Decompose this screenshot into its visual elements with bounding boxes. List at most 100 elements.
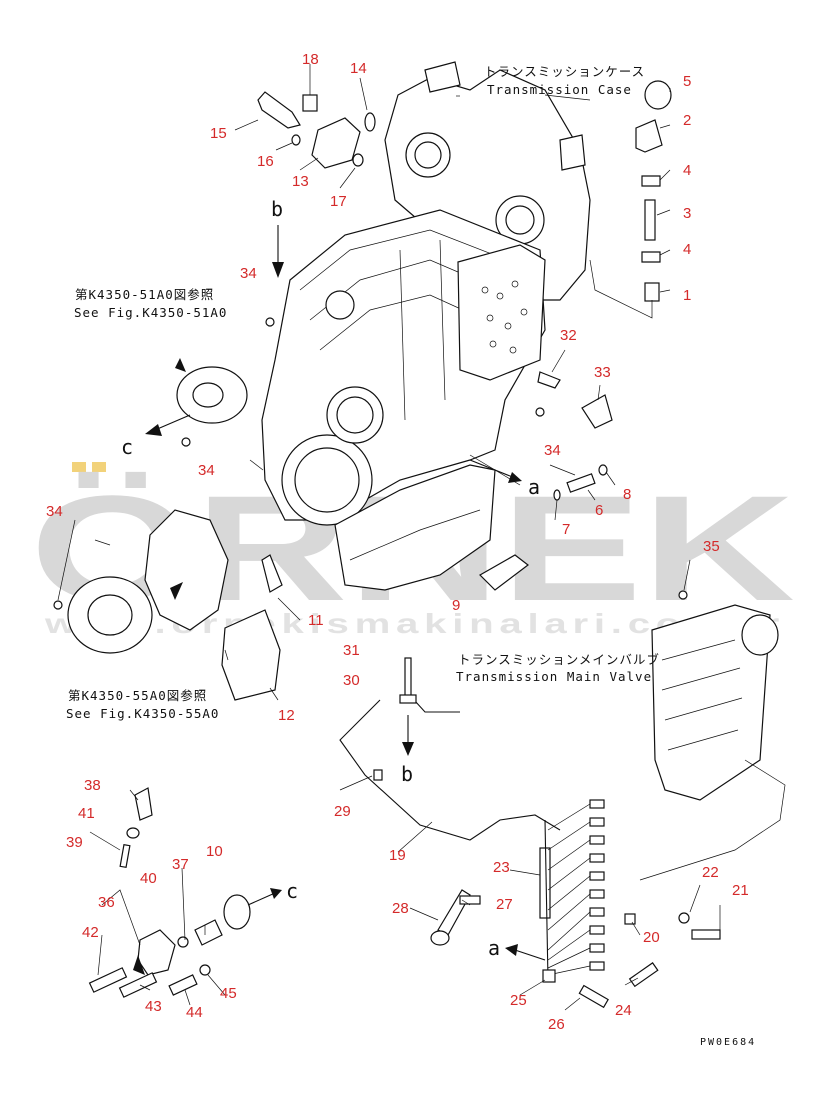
plug-34-a	[265, 317, 275, 327]
plate-9	[479, 554, 529, 591]
oring-8	[598, 464, 608, 476]
sensor-part-4-upper	[641, 175, 661, 187]
ref-letter-a-upper: a	[528, 475, 540, 499]
callout-12: 12	[278, 707, 295, 724]
main-valve-leader	[639, 759, 786, 881]
arrow-a-upper-head	[508, 472, 522, 483]
callout-40: 40	[140, 870, 157, 887]
pump-flange-51A0-bore	[192, 382, 224, 408]
callout-11: 11	[308, 612, 324, 629]
bolt-26	[578, 984, 609, 1009]
callout-4-upper: 4	[683, 162, 691, 179]
oring-7	[553, 489, 561, 501]
arrow-55A0-left	[133, 955, 145, 975]
bolt-32	[537, 371, 561, 389]
oring-17	[352, 153, 364, 167]
harness-trunk	[544, 819, 549, 981]
callout-5: 5	[683, 73, 691, 90]
case-side-boss	[559, 134, 586, 171]
arrow-a-upper-shaft	[469, 459, 516, 479]
arrow-51A0	[175, 358, 186, 372]
ref-55A0-label-en: See Fig.K4350-55A0	[66, 706, 219, 721]
bolt-15	[257, 91, 301, 129]
case-lower-rib	[349, 509, 481, 561]
callout-31: 31	[343, 642, 360, 659]
callout-34-left: 34	[198, 462, 215, 479]
case-upper-boss	[325, 290, 355, 320]
direction-arrows	[133, 225, 546, 975]
sleeve-23	[539, 847, 551, 919]
plug-34-d	[53, 600, 63, 610]
callout-29: 29	[334, 803, 351, 820]
arrow-55A0-right	[170, 582, 183, 600]
callout-22: 22	[702, 864, 719, 881]
callout-41: 41	[78, 805, 95, 822]
left-flange-assemblies	[67, 366, 248, 654]
callout-7: 7	[562, 521, 570, 538]
arrow-c-lower-head	[270, 888, 282, 899]
main-valve-label-en: Transmission Main Valve	[456, 669, 652, 684]
plug-35	[678, 590, 688, 600]
callout-16: 16	[257, 153, 274, 170]
main-valve-drawing	[639, 604, 786, 881]
callout-33: 33	[594, 364, 611, 381]
ref-letter-b-lower: b	[401, 762, 413, 786]
plug-37	[194, 919, 223, 946]
callout-28: 28	[392, 900, 409, 917]
case-top-boss	[424, 61, 461, 93]
sensor-part-3	[644, 199, 656, 241]
callout-27: 27	[496, 896, 513, 913]
callout-2: 2	[683, 112, 691, 129]
callout-30: 30	[343, 672, 360, 689]
breather-38	[134, 787, 153, 821]
ref-letter-b-upper: b	[271, 197, 283, 221]
callout-39: 39	[66, 834, 83, 851]
callout-23: 23	[493, 859, 510, 876]
callout-37: 37	[172, 856, 189, 873]
callout-15: 15	[210, 125, 227, 142]
sensor-leader	[589, 259, 653, 319]
ref-55A0-label-jp: 第K4350-55A0図参照	[68, 688, 207, 703]
callout-45: 45	[220, 985, 237, 1002]
reference-letters: b b c c a a	[121, 197, 540, 960]
gasket-55A0	[144, 509, 229, 631]
filter-6	[566, 473, 596, 493]
case-bore-left-inner	[414, 141, 442, 169]
callout-34-right: 34	[544, 442, 561, 459]
main-valve-label-jp: トランスミッションメインバルブ	[458, 652, 660, 667]
callout-13: 13	[292, 173, 309, 190]
oring-40	[177, 936, 189, 948]
valve-plate-holes	[481, 280, 528, 354]
sensor-part-5	[644, 80, 672, 110]
bolt-42	[88, 967, 128, 993]
ref-letter-c-lower: c	[286, 879, 298, 903]
cap-36	[137, 929, 176, 976]
harness-connectors	[589, 799, 605, 971]
callout-9: 9	[452, 597, 460, 614]
callout-32: 32	[560, 327, 577, 344]
callout-14: 14	[350, 60, 367, 77]
washer-22	[678, 912, 690, 924]
callout-17: 17	[330, 193, 347, 210]
pipe-19	[339, 699, 561, 841]
clamp-20	[624, 913, 636, 925]
case-rib-1	[299, 229, 521, 291]
cover-33	[581, 394, 613, 429]
clamp-27	[459, 895, 481, 905]
case-upper-flange-inner	[336, 396, 374, 434]
clamp-29	[373, 769, 383, 781]
transmission-case-drawing	[261, 61, 591, 591]
callout-4-lower: 4	[683, 241, 691, 258]
case-valve-plate	[457, 244, 546, 381]
sensor-part-2	[635, 119, 663, 153]
sensor-stack	[589, 80, 672, 319]
bolt-31	[404, 657, 412, 701]
plate-12	[221, 609, 281, 701]
callout-numbers: 1 2 3 4 4 5 6 7 8 9 10 11 12 13 14 15 16…	[46, 51, 749, 1033]
arrow-c-lower-shaft	[247, 892, 276, 906]
arrow-c-left-head	[145, 424, 162, 436]
callout-3: 3	[683, 205, 691, 222]
callout-36: 36	[98, 894, 115, 911]
